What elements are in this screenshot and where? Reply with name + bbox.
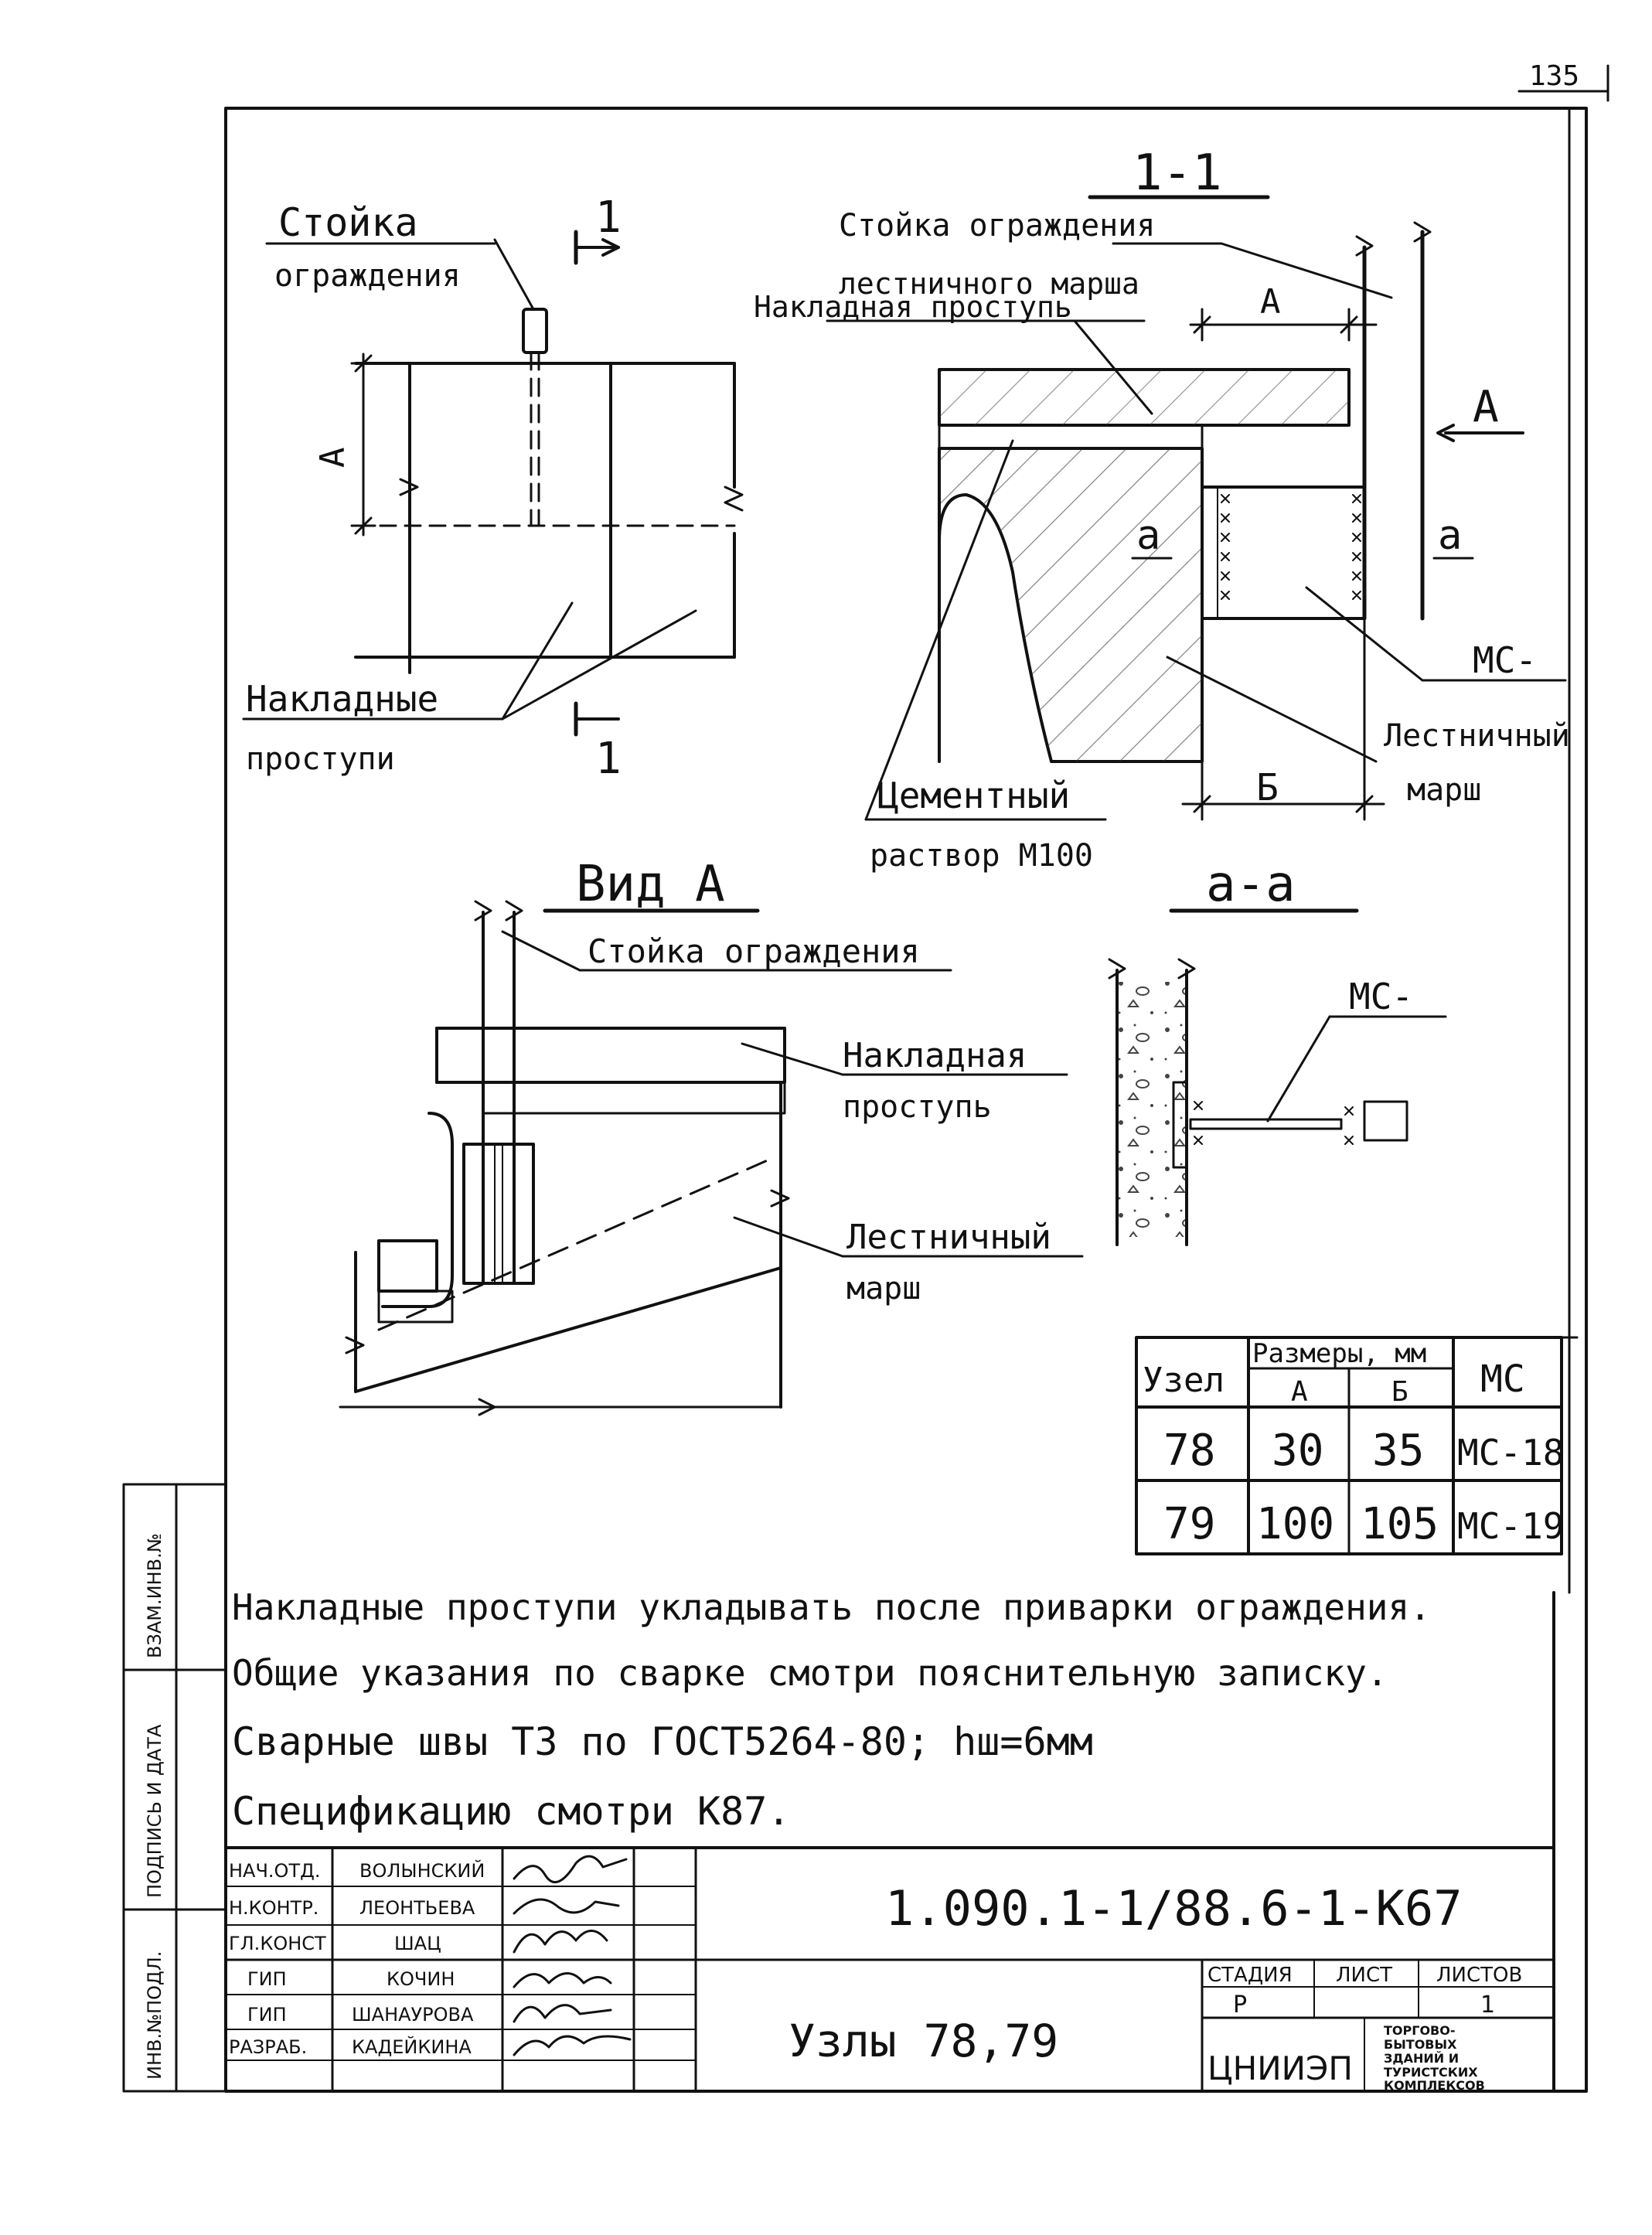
view-a: Вид А Стойка ограждения <box>339 856 1084 1416</box>
stage-value: Р <box>1233 1991 1247 2019</box>
plan-view: A 1 1 Стойка ограждения Накладные просту… <box>242 192 744 784</box>
section-stoyka-line2: лестничного марша <box>839 267 1139 301</box>
signature-name: ВОЛЫНСКИЙ <box>359 1859 485 1882</box>
org-desc-line: ТОРГОВО- <box>1384 2023 1455 2038</box>
aa-bar <box>1189 1118 1343 1130</box>
signature-name: ШАНАУРОВА <box>352 2004 474 2025</box>
signature-role: Н.КОНТР. <box>229 1897 318 1919</box>
section-view-a-mark: A <box>1473 382 1499 432</box>
table-header-ms: МС <box>1480 1358 1525 1401</box>
view-a-marsh-line2: марш <box>846 1271 921 1307</box>
plan-nakl-line2: проступи <box>246 741 395 777</box>
organization: ЦНИИЭП <box>1207 2049 1353 2087</box>
note-2: Общие указания по сварке смотри поясните… <box>232 1652 1388 1694</box>
view-a-nakl-line2: проступь <box>843 1089 992 1125</box>
signature-name: ШАЦ <box>394 1933 441 1954</box>
section-marsh-line2: марш <box>1407 772 1481 808</box>
view-a-tread <box>435 1027 786 1084</box>
signature-role: НАЧ.ОТД. <box>229 1860 320 1882</box>
signature-role: ГИП <box>247 1968 287 1990</box>
table-row-ms: МС-19 <box>1457 1505 1564 1547</box>
drawing-title: Узлы 78,79 <box>789 2015 1058 2067</box>
table-row-a: 30 <box>1272 1426 1323 1476</box>
section-cut-a-right: a <box>1438 513 1462 559</box>
section-a-a: a-a МС- <box>1108 856 1447 1246</box>
section-dim-a: A <box>1260 282 1281 322</box>
table-header-a: А <box>1291 1376 1308 1408</box>
table-row-ms: МС-18 <box>1457 1432 1564 1474</box>
plan-section-mark-top: 1 <box>595 192 622 243</box>
plan-stoyka-line1: Стойка <box>278 200 418 245</box>
page-number: 135 <box>1529 60 1579 92</box>
table-row-b: 35 <box>1372 1426 1424 1476</box>
note-3: Сварные швы Т3 по ГОСТ5264-80; hш=6мм <box>232 1719 1093 1764</box>
sheets-label: ЛИСТОВ <box>1436 1964 1522 1987</box>
title-block <box>224 1591 1555 2093</box>
aa-ms-label: МС- <box>1349 976 1413 1017</box>
view-a-marsh-line1: Лестничный <box>846 1218 1051 1257</box>
signature-name: КОЧИН <box>387 1968 455 1990</box>
view-a-stoyka: Стойка ограждения <box>588 932 920 970</box>
side-stamp <box>122 1483 227 2093</box>
table-header-b: Б <box>1391 1376 1408 1408</box>
section-cement-line1: Цементный <box>877 775 1070 816</box>
embedded-plate <box>1201 485 1366 620</box>
stamp-vzam: ВЗАМ.ИНВ.№ <box>144 1533 165 1658</box>
stamp-inv: ИНВ.№ПОДЛ. <box>144 1951 165 2080</box>
org-desc-line: ТУРИСТСКИХ <box>1384 2065 1478 2080</box>
view-a-nakl-line1: Накладная <box>843 1036 1027 1075</box>
stage-label: СТАДИЯ <box>1207 1964 1293 1987</box>
section-marsh-line1: Лестничный <box>1384 718 1570 754</box>
section-stoyka-line1: Стойка ограждения <box>839 208 1155 244</box>
sheets-value: 1 <box>1480 1991 1495 2019</box>
signature-role: ГЛ.КОНСТ <box>229 1933 326 1954</box>
signature-role: ГИП <box>247 2004 287 2025</box>
aa-plate <box>1172 1081 1188 1169</box>
table-header-uzel: Узел <box>1143 1361 1225 1400</box>
sheet-frame <box>224 64 1609 2093</box>
note-4: Спецификацию смотри К87. <box>232 1789 790 1834</box>
table-row-a: 100 <box>1256 1499 1334 1549</box>
nodes-table <box>1135 1336 1579 1555</box>
sheet-label: ЛИСТ <box>1336 1964 1392 1987</box>
plan-dim-a: A <box>313 448 353 468</box>
aa-post-section <box>1363 1100 1408 1142</box>
stamp-podpis: ПОДПИСЬ И ДАТА <box>144 1724 165 1898</box>
section-cut-a-left: a <box>1136 513 1160 559</box>
note-1: Накладные проступи укладывать после прив… <box>232 1586 1431 1628</box>
signature-scribbles <box>513 1855 632 2056</box>
table-header-sizes: Размеры, мм <box>1252 1338 1426 1369</box>
railing-post-plan <box>522 308 548 354</box>
plan-nakl-line1: Накладные <box>246 678 438 720</box>
plan-stoyka-line2: ограждения <box>274 258 461 294</box>
section-1-1: 1-1 A Б A <box>754 145 1570 874</box>
section-nakl-prostup: Накладная проступь <box>754 290 1072 324</box>
cement-mortar-layer <box>938 424 1204 450</box>
plan-section-mark-bottom: 1 <box>595 734 622 784</box>
section-ms-label: МС- <box>1473 639 1537 681</box>
org-desc-line: КОМПЛЕКСОВ <box>1384 2078 1485 2093</box>
signature-name: ЛЕОНТЬЕВА <box>359 1897 475 1919</box>
org-desc-line: БЫТОВЫХ <box>1384 2037 1457 2052</box>
table-row-uzel: 79 <box>1163 1499 1215 1549</box>
section-a-a-title: a-a <box>1206 856 1296 913</box>
table-row-uzel: 78 <box>1163 1426 1215 1476</box>
document-code: 1.090.1-1/88.6-1-К67 <box>885 1880 1463 1937</box>
signature-role: РАЗРАБ. <box>229 2036 307 2058</box>
section-dim-b: Б <box>1256 766 1279 809</box>
section-cement-line2: раствор М100 <box>870 838 1093 874</box>
view-a-title: Вид А <box>576 856 725 913</box>
org-desc-line: ЗДАНИЙ И <box>1384 2051 1459 2066</box>
table-row-b: 105 <box>1361 1499 1439 1549</box>
signature-name: КАДЕЙКИНА <box>352 2036 472 2058</box>
section-1-1-title: 1-1 <box>1133 145 1222 202</box>
